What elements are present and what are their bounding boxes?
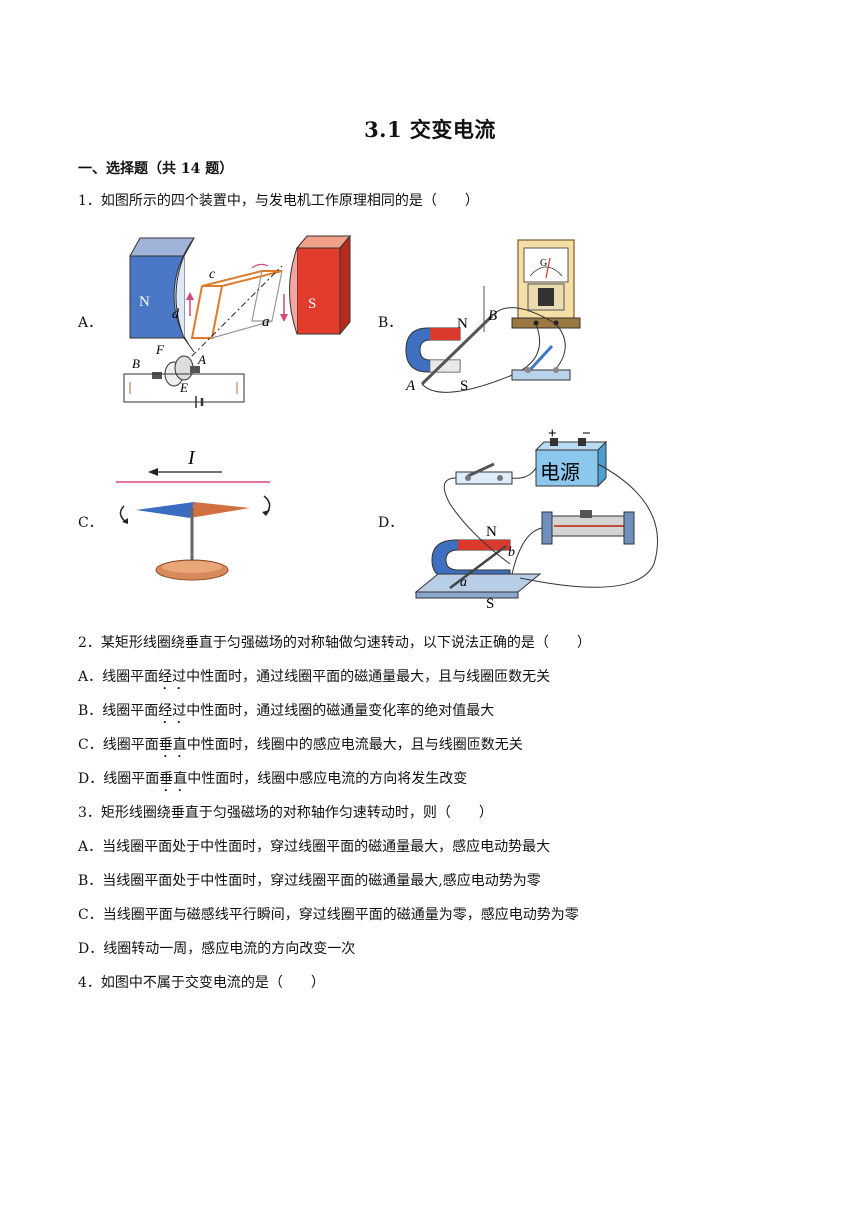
figd-power-label: 电源 <box>540 461 580 484</box>
figc-i-label: I <box>187 447 196 469</box>
figd-minus-label: − <box>582 426 591 442</box>
figure-d-motor: + − 电源 N S b a <box>414 426 658 612</box>
figd-plus-label: + <box>548 426 557 442</box>
figa-n-label: N <box>139 294 150 310</box>
q3-option-a: A．当线圈平面处于中性面时，穿过线圈平面的磁通量最大，感应电动势最大 <box>78 839 551 855</box>
figb-n-label: N <box>457 316 468 332</box>
q2-option-c: C．线圈平面垂直中性面时，线圈中的感应电流最大，且与线圈匝数无关 <box>78 734 523 761</box>
q1-option-d-label: D． <box>378 515 404 531</box>
q2-b-post: 中性面时，通过线圈的磁通量变化率的绝对值最大 <box>186 703 495 719</box>
figa-b-label: B <box>132 356 140 371</box>
figa-f-label: F <box>155 342 165 357</box>
figure-c-compass: I <box>116 447 271 581</box>
q2-b-emphasis: 经过 <box>158 703 187 719</box>
q2-option-a: A．线圈平面经过中性面时，通过线圈平面的磁通量最大，且与线圈匝数无关 <box>78 666 550 693</box>
figa-d-label: d <box>172 307 180 322</box>
q2-d-post: 中性面时，线圈中感应电流的方向将发生改变 <box>187 771 468 787</box>
q3-option-d: D．线圈转动一周，感应电流的方向改变一次 <box>78 941 356 957</box>
q3-option-b: B．当线圈平面处于中性面时，穿过线圈平面的磁通量最大,感应电动势为零 <box>78 873 541 889</box>
figa-s-label: S <box>308 296 316 312</box>
q1-option-a-label: A． <box>78 315 103 331</box>
figd-b-label: b <box>508 545 515 560</box>
figb-s-label: S <box>460 378 468 394</box>
figa-e-label: E <box>179 380 188 395</box>
figa-a-label: a <box>262 314 270 330</box>
q4-stem: 4．如图中不属于交变电流的是（ ） <box>78 975 325 991</box>
q2-option-b: B．线圈平面经过中性面时，通过线圈的磁通量变化率的绝对值最大 <box>78 700 494 727</box>
q2-stem: 2．某矩形线圈绕垂直于匀强磁场的对称轴做匀速转动，以下说法正确的是（ ） <box>78 635 591 651</box>
q3-stem: 3．矩形线圈绕垂直于匀强磁场的对称轴作匀速转动时，则（ ） <box>78 805 493 821</box>
q2-d-pre: D．线圈平面 <box>78 771 160 787</box>
figd-n-label: N <box>486 524 497 540</box>
section-heading: 一、选择题（共 14 题） <box>78 161 234 177</box>
q1-stem: 1．如图所示的四个装置中，与发电机工作原理相同的是（ ） <box>78 193 479 209</box>
figd-s-label: S <box>486 596 494 612</box>
figa-c-label: c <box>209 267 216 282</box>
q2-b-pre: B．线圈平面 <box>78 703 159 719</box>
q2-c-pre: C．线圈平面 <box>78 737 159 753</box>
figb-g-label: G <box>540 258 547 269</box>
figb-a-label: A <box>405 378 416 394</box>
figd-a-label: a <box>460 575 467 590</box>
q2-c-emphasis: 垂直 <box>158 737 187 753</box>
q1-option-b-label: B． <box>378 315 403 331</box>
q2-option-d: D．线圈平面垂直中性面时，线圈中感应电流的方向将发生改变 <box>78 768 467 795</box>
q1-option-c-label: C． <box>78 515 103 531</box>
q2-c-post: 中性面时，线圈中的感应电流最大，且与线圈匝数无关 <box>186 737 523 753</box>
figa-aa-label: A <box>197 352 206 367</box>
q3-option-c: C．当线圈平面与磁感线平行瞬间，穿过线圈平面的磁通量为零，感应电动势为零 <box>78 907 579 923</box>
q2-a-post: 中性面时，通过线圈平面的磁通量最大，且与线圈匝数无关 <box>186 669 551 685</box>
q2-a-pre: A．线圈平面 <box>78 669 159 685</box>
q2-a-emphasis: 经过 <box>158 669 187 685</box>
figure-a-generator: N S c d a B F A E <box>123 234 352 408</box>
figure-b-galvanometer: G N S B A <box>405 239 581 394</box>
q2-d-emphasis: 垂直 <box>159 771 188 787</box>
page-title: 3.1 交变电流 <box>364 117 496 142</box>
